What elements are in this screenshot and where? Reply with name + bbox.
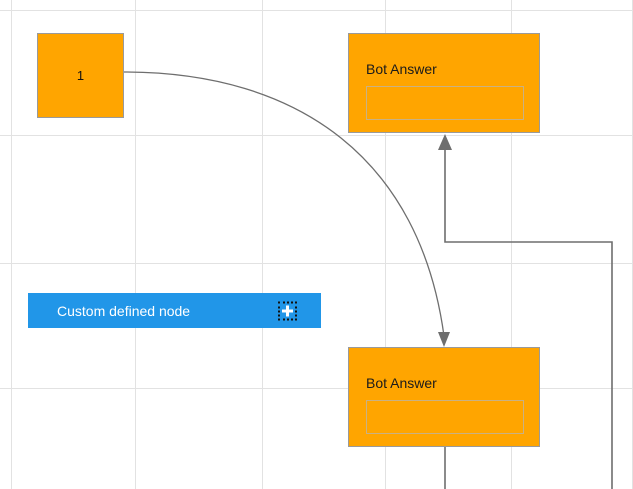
node-answer-slot[interactable]: [366, 400, 524, 434]
node-title: Bot Answer: [366, 375, 437, 391]
plus-glyph: [282, 305, 293, 316]
node-answer-slot[interactable]: [366, 86, 524, 120]
plus-icon[interactable]: [278, 301, 297, 320]
node-label: 1: [76, 68, 85, 83]
node-title: Bot Answer: [366, 61, 437, 77]
edge-orthogonal-botanswer-bottom-to-top[interactable]: [438, 134, 613, 489]
custom-defined-node-bar[interactable]: Custom defined node: [28, 293, 321, 328]
node-bot-answer-top[interactable]: Bot Answer: [348, 33, 540, 133]
node-square-1[interactable]: 1: [37, 33, 124, 118]
edge-curved-node1-to-botanswer-bottom[interactable]: [123, 71, 450, 347]
node-bot-answer-bottom[interactable]: Bot Answer: [348, 347, 540, 447]
custom-defined-node-label: Custom defined node: [57, 302, 191, 319]
